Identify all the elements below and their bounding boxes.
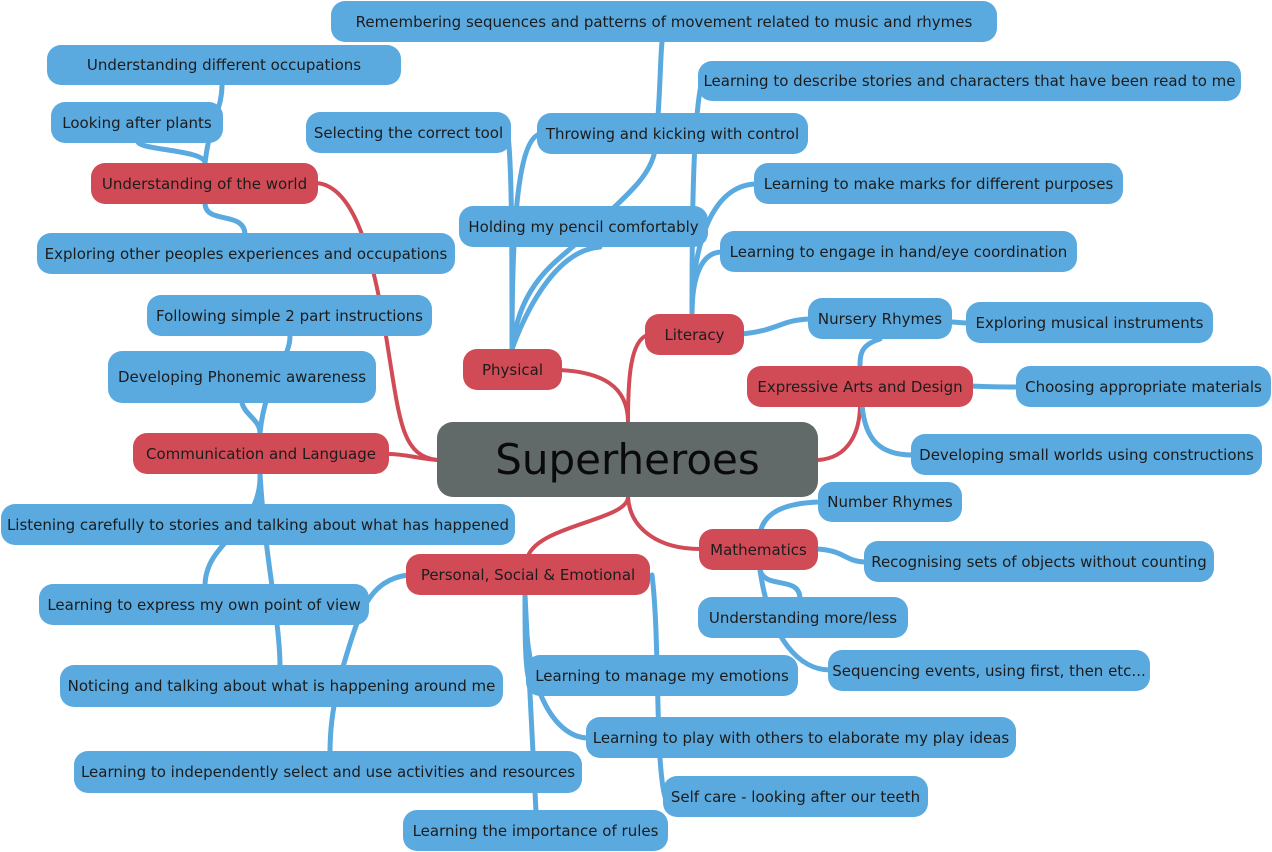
link-pse [526,495,630,558]
topic-remembering[interactable]: Remembering sequences and patterns of mo… [331,1,997,42]
category-physical[interactable]: Physical [463,349,562,390]
link-rules [522,592,539,815]
topic-describe-stories[interactable]: Learning to describe stories and charact… [698,61,1241,101]
topic-throwing[interactable]: Throwing and kicking with control [537,113,808,154]
topic-small-worlds[interactable]: Developing small worlds using constructi… [911,434,1262,475]
category-communication[interactable]: Communication and Language [133,433,389,474]
topic-hand-eye[interactable]: Learning to engage in hand/eye coordinat… [720,231,1077,272]
link-mathematics [626,495,702,551]
link-remembering [509,39,665,352]
link-hand-eye [689,249,725,317]
link-literacy [626,333,650,424]
topic-materials[interactable]: Choosing appropriate materials [1016,366,1271,407]
link-nursery [739,316,813,337]
topic-number-rhymes[interactable]: Number Rhymes [818,482,962,522]
topic-sequencing[interactable]: Sequencing events, using first, then etc… [828,650,1150,691]
topic-plants[interactable]: Looking after plants [51,102,223,143]
topic-play-others[interactable]: Learning to play with others to elaborat… [586,717,1016,758]
category-mathematics[interactable]: Mathematics [699,529,818,570]
topic-recognising-sets[interactable]: Recognising sets of objects without coun… [864,541,1214,582]
link-nursery-expr [857,336,883,371]
link-phonemic [239,400,263,436]
topic-pencil[interactable]: Holding my pencil comfortably [459,206,708,247]
topic-correct-tool[interactable]: Selecting the correct tool [306,112,511,153]
topic-marks[interactable]: Learning to make marks for different pur… [754,163,1123,204]
topic-instructions[interactable]: Following simple 2 part instructions [147,295,432,336]
topic-independently[interactable]: Learning to independently select and use… [74,751,582,793]
link-materials [968,383,1021,390]
topic-more-less[interactable]: Understanding more/less [698,597,908,638]
link-small-worlds [859,402,916,458]
topic-self-care[interactable]: Self care - looking after our teeth [663,776,928,817]
category-literacy[interactable]: Literacy [645,314,744,355]
category-pse[interactable]: Personal, Social & Emotional [406,554,650,595]
link-physical [558,368,630,424]
topic-nursery-rhymes[interactable]: Nursery Rhymes [808,298,952,339]
topic-emotions[interactable]: Learning to manage my emotions [526,655,798,696]
link-recognising [813,546,869,565]
link-self-care [649,572,668,800]
topic-musical-instruments[interactable]: Exploring musical instruments [966,302,1213,343]
topic-exploring-experiences[interactable]: Exploring other peoples experiences and … [37,233,455,274]
topic-occupations[interactable]: Understanding different occupations [47,45,401,85]
category-expressive[interactable]: Expressive Arts and Design [747,366,973,407]
link-independently [327,572,411,756]
topic-rules[interactable]: Learning the importance of rules [403,810,668,851]
link-noticing [257,471,283,670]
central-topic[interactable]: Superheroes [437,422,818,497]
topic-point-of-view[interactable]: Learning to express my own point of view [39,584,369,625]
topic-listening[interactable]: Listening carefully to stories and talki… [1,504,515,545]
link-expressive [816,403,862,462]
topic-noticing[interactable]: Noticing and talking about what is happe… [60,665,503,707]
link-communication [386,452,439,462]
topic-phonemic[interactable]: Developing Phonemic awareness [108,351,376,403]
category-world[interactable]: Understanding of the world [91,163,318,204]
link-plants [135,139,208,166]
link-exploring-exp [202,200,248,238]
link-sequencing [757,567,833,673]
link-pencil-2 [509,244,603,352]
